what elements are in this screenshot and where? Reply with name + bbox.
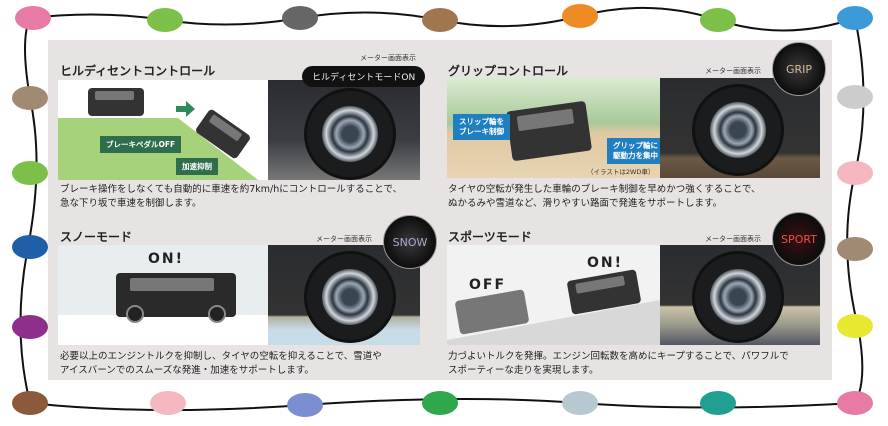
- tire-photo: [660, 245, 820, 345]
- decorative-dot: [282, 6, 318, 30]
- decorative-dot: [287, 393, 323, 417]
- decorative-dot: [837, 237, 873, 261]
- sport-meter-badge: SPORT: [772, 212, 826, 266]
- feature-title: スノーモード: [60, 230, 133, 244]
- meter-display: ヒルディセントモードON: [302, 66, 426, 87]
- decorative-dot: [12, 86, 48, 110]
- decorative-dot: [837, 85, 873, 109]
- grip-illustration: スリップ輪をブレーキ制御 グリップ輪に駆動力を集中 （イラストは2WD車）: [447, 78, 660, 178]
- sport-illustration: OFF ON!: [447, 245, 660, 345]
- decorative-dot: [15, 6, 51, 30]
- description-line: ブレーキ操作をしなくても自動的に車速を約7km/hにコントロールすることで、: [60, 184, 403, 195]
- decorative-dot: [422, 8, 458, 32]
- hill-illustration: ブレーキペダルOFF 加速抑制: [58, 80, 268, 180]
- car-image: [505, 100, 593, 162]
- decorative-dot: [12, 391, 48, 415]
- feature-description: ブレーキ操作をしなくても自動的に車速を約7km/hにコントロールすることで、 急…: [60, 183, 402, 211]
- meter-label: メーター画面表示: [705, 67, 761, 75]
- decorative-dot: [12, 161, 48, 185]
- on-label: ON!: [148, 251, 185, 267]
- decorative-dot: [147, 8, 183, 32]
- tire-photo: [268, 245, 420, 345]
- feature-description: タイヤの空転が発生した車輪のブレーキ制御を早めかつ強くすることで、 ぬかるみや雪…: [448, 183, 761, 211]
- snow-meter-badge: SNOW: [383, 215, 437, 269]
- tire-photo: [268, 80, 420, 180]
- illustration-note: （イラストは2WD車）: [587, 168, 655, 176]
- description-line: アイスバーンでのスムーズな発進・加速をサポートします。: [60, 365, 314, 376]
- brake-off-label: ブレーキペダルOFF: [100, 136, 182, 153]
- description-line: タイヤの空転が発生した車輪のブレーキ制御を早めかつ強くすることで、: [448, 184, 761, 195]
- decorative-dot: [837, 6, 873, 30]
- decorative-dot: [562, 391, 598, 415]
- decorative-dot: [12, 315, 48, 339]
- decorative-dot: [562, 4, 598, 28]
- car-image: [88, 88, 144, 116]
- snow-illustration: ON!: [58, 245, 268, 345]
- meter-label: メーター画面表示: [360, 54, 416, 62]
- decorative-dot: [837, 314, 873, 338]
- decorative-dot: [422, 391, 458, 415]
- description-line: 急な下り坂で車速を制御します。: [60, 198, 202, 209]
- grip-meter-badge: GRIP: [772, 42, 826, 96]
- decorative-dot: [700, 8, 736, 32]
- decorative-dot: [12, 235, 48, 259]
- decorative-dot: [837, 161, 873, 185]
- feature-title: ヒルディセントコントロール: [60, 64, 216, 78]
- description-line: 力づよいトルクを発揮。エンジン回転数を高めにキープすることで、パワフルで: [448, 351, 789, 362]
- on-label: ON!: [587, 255, 624, 271]
- feature-description: 必要以上のエンジントルクを抑制し、タイヤの空転を抑えることで、雪道や アイスバー…: [60, 350, 382, 378]
- accel-suppress-label: 加速抑制: [176, 158, 218, 175]
- decorative-dot: [150, 391, 186, 415]
- description-line: スポーティーな走りを実現します。: [448, 365, 599, 376]
- meter-label: メーター画面表示: [705, 235, 761, 243]
- feature-title: スポーツモード: [448, 230, 532, 244]
- description-line: ぬかるみや雪道など、滑りやすい路面で発進をサポートします。: [448, 198, 723, 209]
- description-line: 必要以上のエンジントルクを抑制し、タイヤの空転を抑えることで、雪道や: [60, 351, 382, 362]
- grip-wheel-label: グリップ輪に駆動力を集中: [607, 138, 660, 164]
- decorative-dot: [837, 391, 873, 415]
- meter-label: メーター画面表示: [316, 235, 372, 243]
- feature-title: グリップコントロール: [448, 64, 569, 78]
- off-label: OFF: [469, 277, 507, 293]
- decorative-dot: [700, 391, 736, 415]
- feature-description: 力づよいトルクを発揮。エンジン回転数を高めにキープすることで、パワフルで スポー…: [448, 350, 789, 378]
- slip-wheel-label: スリップ輪をブレーキ制御: [453, 114, 510, 140]
